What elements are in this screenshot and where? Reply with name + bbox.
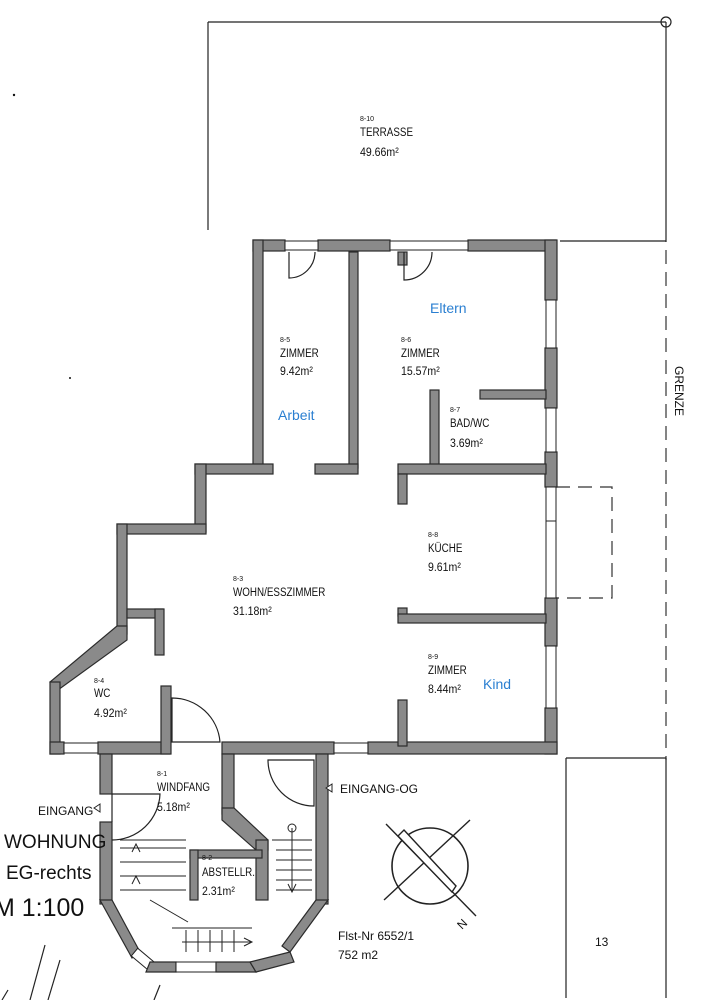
room-use-annotation: Kind [483,676,511,692]
room-use-annotation: Eltern [430,300,467,316]
neighbor-parcel-outline [565,757,667,998]
unit-subtitle: EG-rechts [6,863,92,884]
room-area: 8.44m² [428,683,461,696]
stairs [120,823,312,952]
room-name: WOHN/ESSZIMMER [233,586,325,599]
room-id: 8-10 [360,116,374,123]
doors [111,251,433,841]
room-id: 8-4 [94,678,104,685]
neighbor-house-number: 13 [595,935,609,949]
survey-marker-icon [660,16,672,28]
room-name: ZIMMER [280,347,319,360]
room-bad: 8-7 BAD/WC 3.69m² [450,407,489,450]
boundary-label: GRENZE [672,366,686,416]
room-area: 2.31m² [202,885,235,898]
north-label: N [454,916,470,932]
parcel-area-label: 752 m2 [338,948,378,962]
room-area: 5.18m² [157,801,190,814]
room-abstellraum: 8-2 ABSTELLR. 2.31m² [202,855,255,898]
left-dimension-ticks [1,93,161,1000]
room-id: 8-1 [157,771,167,778]
terrace-outline [207,16,672,242]
north-arrow-icon [383,819,477,917]
canopy-outline [556,486,613,599]
room-id: 8-7 [450,407,460,414]
room-zimmer-eltern: Eltern 8-6 ZIMMER 15.57m² [401,300,467,378]
entrance-og-arrow-icon [325,783,333,793]
room-windfang: 8-1 WINDFANG 5.18m² [157,771,210,814]
room-area: 3.69m² [450,437,483,450]
room-area: 15.57m² [401,365,440,378]
room-id: 8-8 [428,532,438,539]
room-area: 9.61m² [428,561,461,574]
room-zimmer-arbeit: 8-5 ZIMMER 9.42m² Arbeit [278,337,319,423]
room-name: TERRASSE [360,126,413,139]
room-name: ABSTELLR. [202,866,255,879]
room-name: KÜCHE [428,542,462,555]
room-use-annotation: Arbeit [278,407,315,423]
room-wohn-esszimmer: 8-3 WOHN/ESSZIMMER 31.18m² [233,576,325,618]
scale-label: M 1:100 [0,894,84,922]
parcel-number-label: Flst-Nr 6552/1 [338,929,414,943]
room-zimmer-kind: 8-9 ZIMMER 8.44m² Kind [428,654,511,696]
boundary-line [560,240,667,760]
room-area: 49.66m² [360,146,399,159]
room-name: ZIMMER [401,347,440,360]
room-id: 8-3 [233,576,243,583]
room-kueche: 8-8 KÜCHE 9.61m² [428,532,462,574]
room-name: BAD/WC [450,417,489,430]
entrance-label: EINGANG [38,804,93,818]
room-name: WINDFANG [157,781,210,794]
room-name: ZIMMER [428,664,467,677]
walls [49,239,558,973]
room-name: WC [94,687,110,700]
room-id: 8-2 [202,855,212,862]
unit-title: WOHNUNG [4,832,106,853]
room-id: 8-5 [280,337,290,344]
room-area: 4.92m² [94,707,127,720]
room-terrasse: 8-10 TERRASSE 49.66m² [360,116,413,159]
room-wc: 8-4 WC 4.92m² [94,678,127,720]
room-id: 8-6 [401,337,411,344]
room-area: 31.18m² [233,605,272,618]
entrance-arrow-icon [93,803,101,813]
upper-entrance-label: EINGANG-OG [340,782,418,796]
room-id: 8-9 [428,654,438,661]
room-area: 9.42m² [280,365,313,378]
